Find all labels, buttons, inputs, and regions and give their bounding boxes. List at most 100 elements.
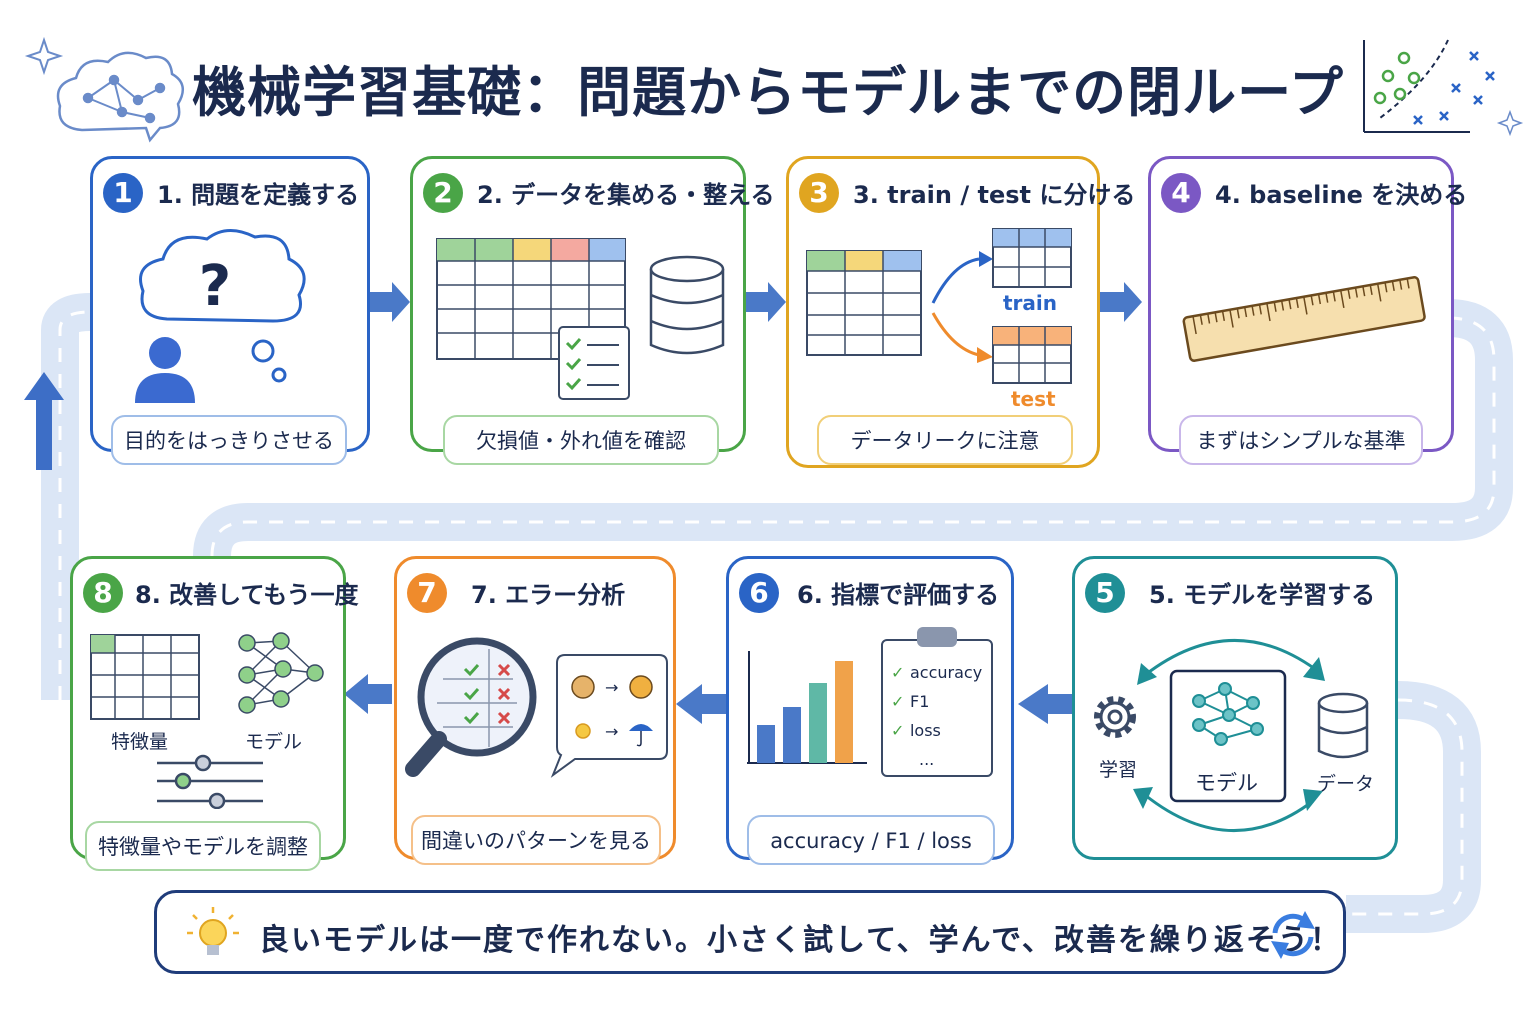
- metric-item: ✓ F1: [891, 692, 982, 721]
- check-icon: ✓: [891, 721, 910, 740]
- metric-label: ...: [919, 750, 935, 769]
- right-arrow-icon: [368, 282, 410, 322]
- metric-item: ✓ loss: [891, 721, 982, 750]
- sliders-icon: [157, 754, 263, 809]
- step-card-4: 4 4. baseline を決める まずはシンプルな基準: [1148, 156, 1467, 465]
- brain-cloud-icon: [56, 51, 185, 143]
- ruler-tick: [1325, 292, 1329, 303]
- step-note: accuracy / F1 / loss: [747, 815, 995, 865]
- ruler-tick: [1303, 296, 1308, 315]
- ruler-tick: [1229, 309, 1234, 328]
- neural-net-icon: [1192, 682, 1264, 746]
- step-badge: 8: [83, 573, 123, 613]
- speech-bubble-icon: → →: [550, 654, 668, 778]
- check-icon: ✓: [891, 663, 910, 682]
- data-table-icon: [436, 238, 725, 400]
- metric-item: ...: [891, 750, 982, 779]
- improve-icons: [90, 632, 324, 809]
- ruler-tick: [1273, 301, 1277, 312]
- umbrella-icon: [629, 724, 653, 731]
- step-note: 欠損値・外れ値を確認: [443, 415, 719, 465]
- step-title: 7. エラー分析: [471, 581, 626, 609]
- metric-label: loss: [909, 721, 941, 740]
- sun-icon: [575, 723, 591, 739]
- ruler-tick: [1369, 284, 1373, 295]
- model-label: モデル: [245, 731, 303, 753]
- summary-banner: 良いモデルは一度で作れない。小さく試して、学んで、改善を繰り返そう！: [154, 890, 1346, 974]
- scatter-plot-icon: [1363, 39, 1524, 137]
- step-badge: 7: [407, 573, 447, 613]
- check-icon: ✓: [891, 692, 910, 711]
- ruler-icon: [1182, 276, 1426, 362]
- training-cycle: [1094, 638, 1369, 833]
- database-icon: [1317, 692, 1369, 759]
- magnifier-icon: [405, 637, 537, 777]
- clipboard-icon: ✓ accuracy✓ F1✓ loss...: [881, 627, 993, 779]
- ruler-tick: [1399, 279, 1403, 290]
- dog-icon: [571, 675, 595, 699]
- test-label: test: [1011, 387, 1056, 411]
- ruler-tick: [1199, 314, 1203, 325]
- step-badge: 1: [103, 173, 143, 213]
- data-label: データ: [1317, 773, 1375, 795]
- ruler-tick: [1391, 280, 1395, 292]
- learn-label: 学習: [1099, 759, 1138, 781]
- step-badge: 2: [423, 173, 463, 213]
- ruler-tick: [1243, 306, 1248, 318]
- database-icon: [649, 255, 725, 355]
- ruler-tick: [1258, 304, 1262, 315]
- ruler-tick: [1347, 288, 1351, 299]
- step-card-2: 2 2. データを集める・整える 欠損値・外れ値を確認: [410, 156, 774, 465]
- step-badge: 3: [799, 173, 839, 213]
- model-label: モデル: [1195, 771, 1258, 795]
- svg-text:?: ?: [199, 254, 231, 319]
- ruler-tick: [1339, 290, 1345, 309]
- ruler-tick: [1384, 282, 1388, 293]
- step-title: 2. データを集める・整える: [477, 181, 775, 209]
- ruler-tick: [1221, 310, 1226, 322]
- step-title: 4. baseline を決める: [1215, 181, 1468, 209]
- summary-text: 良いモデルは一度で作れない。小さく試して、学んで、改善を繰り返そう！: [259, 923, 1342, 958]
- left-arrow-icon: [344, 674, 392, 714]
- refresh-icon: [1271, 911, 1315, 959]
- svg-text:→: →: [605, 678, 618, 697]
- ruler-tick: [1332, 291, 1336, 302]
- ruler-tick: [1251, 305, 1255, 316]
- feature-table-icon: [90, 634, 200, 720]
- ruler-tick: [1310, 295, 1314, 306]
- ruler-tick: [1214, 312, 1218, 323]
- metric-label: accuracy: [909, 663, 983, 682]
- ruler-tick: [1236, 308, 1240, 319]
- step-card-8: 8 8. 改善してもう一度 特徴量 モデル 特徴量やモデルを調整: [70, 556, 359, 871]
- ruler-tick: [1288, 299, 1292, 310]
- right-arrow-icon: [1100, 282, 1142, 322]
- step-card-5: 5 5. モデルを学習する 学習 モデル データ: [1072, 556, 1398, 860]
- cat-icon: [629, 675, 653, 699]
- neural-net-icon: [238, 632, 324, 714]
- split-diagram: [806, 228, 1072, 384]
- right-arrow-icon: [746, 282, 786, 322]
- step-card-1: 1 1. 問題を定義する ? 目的をはっきりさせる: [90, 156, 370, 465]
- gear-icon: [1094, 696, 1136, 738]
- step-title: 1. 問題を定義する: [157, 181, 360, 209]
- ruler-tick: [1406, 278, 1410, 289]
- step-card-6: 6 6. 指標で評価する ✓ accuracy✓ F1✓ loss... acc…: [726, 556, 1014, 865]
- ruler-tick: [1280, 300, 1285, 311]
- ruler-tick: [1192, 316, 1197, 335]
- step-title: 6. 指標で評価する: [797, 581, 1000, 609]
- left-arrow-icon: [676, 684, 726, 724]
- step-note: 特徴量やモデルを調整: [85, 821, 321, 871]
- ruler-tick: [1354, 287, 1358, 298]
- step-title: 8. 改善してもう一度: [135, 581, 359, 609]
- ruler-tick: [1362, 286, 1366, 297]
- left-arrow-icon: [1018, 684, 1072, 724]
- error-analysis-icon: → →: [405, 637, 668, 778]
- ruler-tick: [1376, 283, 1382, 302]
- checklist-icon: [558, 326, 630, 400]
- step-note: 目的をはっきりさせる: [111, 415, 347, 465]
- step-badge: 6: [739, 573, 779, 613]
- lightbulb-icon: [187, 907, 239, 955]
- step-badge: 5: [1085, 573, 1125, 613]
